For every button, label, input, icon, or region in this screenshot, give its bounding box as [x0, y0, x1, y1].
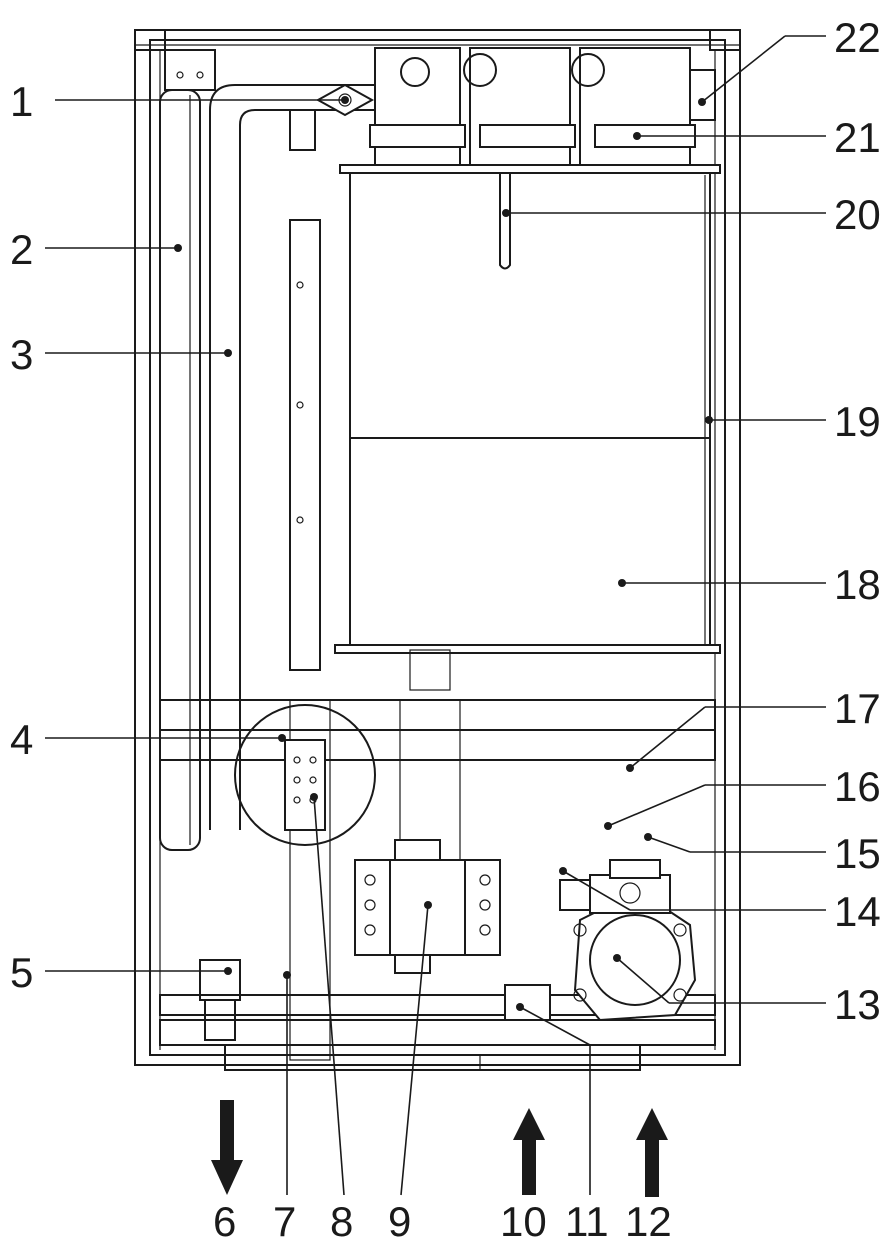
- expansion-vessel: [159, 89, 201, 851]
- label-21: 21: [834, 114, 881, 161]
- arrow-up-10: [513, 1108, 545, 1195]
- pump-assembly: [559, 859, 697, 1022]
- base-plate: [224, 1044, 641, 1071]
- label-19: 19: [834, 398, 881, 445]
- upper-bracket: [289, 109, 316, 151]
- label-20: 20: [834, 191, 881, 238]
- lower-frame: [159, 649, 716, 1061]
- arrow-up-12: [636, 1108, 668, 1197]
- label-15: 15: [834, 830, 881, 877]
- left-vertical-frame: [289, 219, 321, 671]
- flow-pipe: [209, 84, 441, 830]
- label-22: 22: [834, 14, 881, 61]
- label-17: 17: [834, 685, 881, 732]
- callout-labels: 1 2 3 4 5 6 7 8 9 10 11 12 13 14 15 16 1…: [10, 14, 881, 1244]
- label-6: 6: [213, 1198, 236, 1244]
- label-8: 8: [330, 1198, 353, 1244]
- top-bracket-left: [164, 49, 216, 91]
- label-1: 1: [10, 78, 33, 125]
- label-13: 13: [834, 981, 881, 1028]
- label-2: 2: [10, 226, 33, 273]
- top-connectors: [369, 47, 716, 169]
- label-12: 12: [625, 1198, 672, 1244]
- label-10: 10: [500, 1198, 547, 1244]
- arrow-down-6: [211, 1100, 243, 1195]
- label-5: 5: [10, 949, 33, 996]
- label-7: 7: [273, 1198, 296, 1244]
- detail-circle: [234, 704, 376, 846]
- label-3: 3: [10, 331, 33, 378]
- label-18: 18: [834, 561, 881, 608]
- label-11: 11: [565, 1198, 609, 1244]
- valve-11: [504, 984, 551, 1021]
- leader-lines: [45, 35, 826, 1196]
- label-16: 16: [834, 763, 881, 810]
- label-9: 9: [388, 1198, 411, 1244]
- label-14: 14: [834, 888, 881, 935]
- heat-exchanger: [334, 164, 721, 654]
- label-4: 4: [10, 716, 33, 763]
